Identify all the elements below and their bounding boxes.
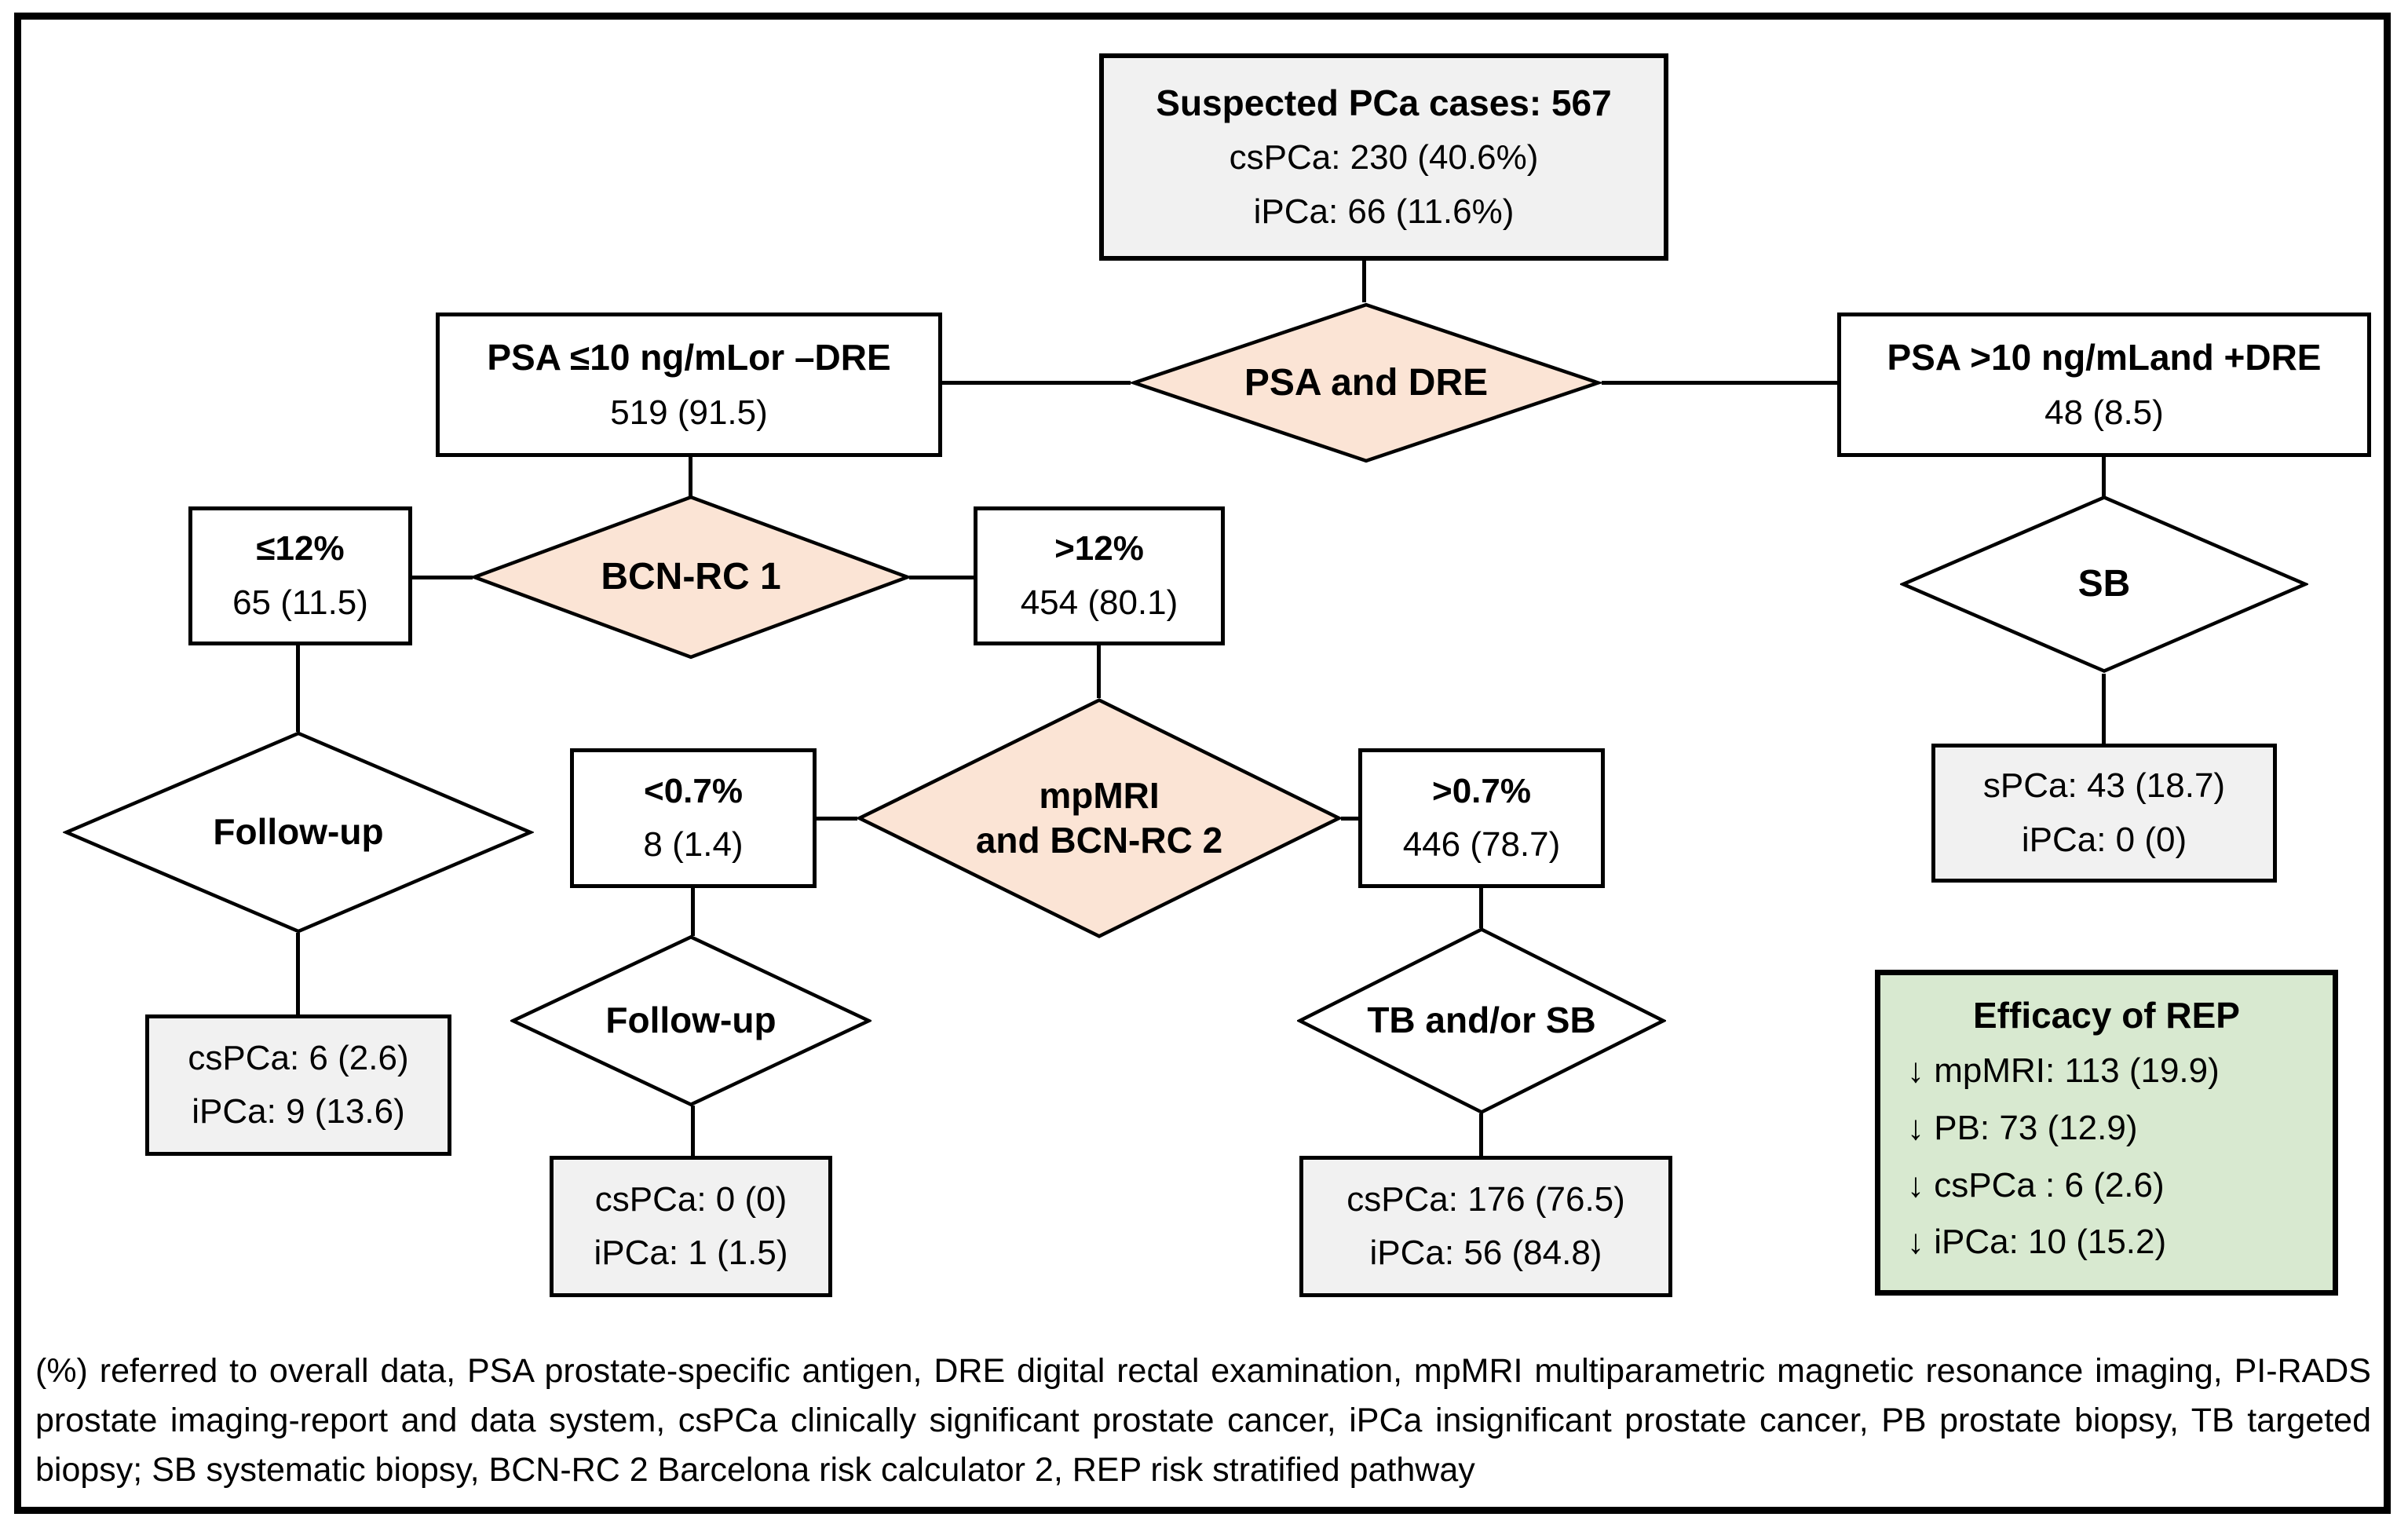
le12-title: ≤12% [256, 529, 345, 568]
followup-mid-decision: Follow-up [510, 934, 871, 1107]
connector-suspected-to-psa [1362, 261, 1366, 302]
connector-mpmri-to-lt07 [815, 817, 857, 821]
spca-line1: sPCa: 43 (18.7) [1982, 766, 2226, 806]
efficacy-item-cspca: ↓ csPCa : 6 (2.6) [1907, 1165, 2165, 1204]
diamond-shape-icon [856, 696, 1343, 940]
lt07-title: <0.7% [644, 771, 743, 810]
mpmri-bcn-rc2-label: mpMRI and BCN-RC 2 [856, 696, 1343, 940]
sb-decision: SB [1900, 495, 2308, 674]
connector-psa-to-low [942, 381, 1131, 385]
gt12-box: >12% 454 (80.1) [974, 506, 1225, 645]
gt07-value: 446 (78.7) [1402, 825, 1561, 864]
spca-line2: iPCa: 0 (0) [2021, 820, 2187, 859]
gt12-title: >12% [1054, 529, 1144, 568]
efficacy-item-mpmri: ↓ mpMRI: 113 (19.9) [1907, 1051, 2220, 1091]
cspca-left-line1: csPCa: 6 (2.6) [188, 1038, 409, 1077]
psa-low-box: PSA ≤10 ng/mLor –DRE 519 (91.5) [436, 313, 942, 457]
figure-border [14, 13, 2391, 1514]
diamond-shape-icon [1131, 302, 1602, 463]
mpmri-label-line2: and BCN-RC 2 [975, 820, 1223, 861]
psa-high-value: 48 (8.5) [2044, 393, 2164, 432]
cspca-left-result-box: csPCa: 6 (2.6) iPCa: 9 (13.6) [145, 1014, 451, 1156]
followup-left-label: Follow-up [213, 811, 384, 853]
followup-left-decision: Follow-up [63, 730, 534, 934]
diamond-shape-icon [510, 934, 871, 1107]
suspected-cspca-value: csPCa: 230 (40.6%) [1229, 138, 1539, 177]
cspca-mid-result-box: csPCa: 0 (0) iPCa: 1 (1.5) [550, 1156, 832, 1297]
connector-sb-to-spca [2102, 674, 2106, 744]
diamond-shape-icon [1297, 927, 1666, 1115]
followup-mid-label: Follow-up [605, 1000, 776, 1041]
cspca-mid-line2: iPCa: 1 (1.5) [594, 1234, 788, 1272]
mpmri-label-line1: mpMRI [1039, 774, 1160, 816]
abbreviations-footnote: (%) referred to overall data, PSA prosta… [35, 1352, 2371, 1490]
efficacy-rep-box: Efficacy of REP ↓ mpMRI: 113 (19.9) ↓ PB… [1875, 970, 2338, 1296]
psa-dre-decision: PSA and DRE [1131, 302, 1602, 463]
diamond-shape-icon [1900, 495, 2308, 674]
cspca-mid-line1: csPCa: 0 (0) [594, 1179, 787, 1219]
connector-low-to-bcn1 [689, 457, 692, 496]
suspected-cases-box: Suspected PCa cases: 567 csPCa: 230 (40.… [1099, 53, 1668, 261]
efficacy-item-pb: ↓ PB: 73 (12.9) [1907, 1108, 2138, 1147]
lt07-value: 8 (1.4) [643, 825, 744, 864]
bcn-rc1-label: BCN-RC 1 [601, 556, 781, 598]
connector-tbsb-to-cspca-right [1479, 1113, 1483, 1156]
connector-psa-to-high [1602, 381, 1837, 385]
connector-lt07-to-followup-mid [691, 886, 695, 936]
gt07-title: >0.7% [1432, 771, 1531, 810]
cspca-left-line2: iPCa: 9 (13.6) [192, 1092, 405, 1131]
diamond-shape-icon [471, 495, 911, 660]
le12-value: 65 (11.5) [232, 583, 368, 622]
connector-followup-mid-to-cspca-mid [691, 1106, 695, 1156]
connector-mpmri-to-gt07 [1341, 817, 1360, 821]
connector-gt12-to-mpmri [1097, 645, 1101, 698]
connector-gt07-to-tbsb [1479, 886, 1483, 928]
gt12-value: 454 (80.1) [1020, 583, 1178, 622]
connector-bcn1-to-le12 [412, 576, 473, 579]
psa-high-title: PSA >10 ng/mLand +DRE [1887, 337, 2322, 378]
diamond-shape-icon [63, 730, 534, 934]
lt07-box: <0.7% 8 (1.4) [570, 748, 817, 888]
suspected-cases-title: Suspected PCa cases: 567 [1156, 82, 1612, 124]
psa-dre-label: PSA and DRE [1244, 361, 1489, 404]
connector-le12-to-followup [296, 645, 300, 732]
psa-high-box: PSA >10 ng/mLand +DRE 48 (8.5) [1837, 313, 2371, 457]
connector-bcn1-to-gt12 [909, 576, 975, 579]
connector-followup-to-cspca-left [296, 933, 300, 1014]
tb-sb-decision: TB and/or SB [1297, 927, 1666, 1115]
suspected-ipca-value: iPCa: 66 (11.6%) [1253, 192, 1515, 231]
psa-low-title: PSA ≤10 ng/mLor –DRE [487, 337, 891, 378]
connector-high-to-sb [2102, 457, 2106, 496]
cspca-right-line1: csPCa: 176 (76.5) [1347, 1179, 1625, 1219]
sb-label: SB [2077, 563, 2131, 605]
bcn-rc1-decision: BCN-RC 1 [471, 495, 911, 660]
psa-low-value: 519 (91.5) [610, 393, 768, 432]
cspca-right-line2: iPCa: 56 (84.8) [1369, 1234, 1602, 1272]
spca-result-box: sPCa: 43 (18.7) iPCa: 0 (0) [1931, 744, 2277, 883]
efficacy-item-ipca: ↓ iPCa: 10 (15.2) [1907, 1223, 2167, 1262]
le12-box: ≤12% 65 (11.5) [188, 506, 412, 645]
gt07-box: >0.7% 446 (78.7) [1358, 748, 1605, 888]
tb-sb-label: TB and/or SB [1367, 1000, 1596, 1041]
cspca-right-result-box: csPCa: 176 (76.5) iPCa: 56 (84.8) [1299, 1156, 1672, 1297]
mpmri-bcn-rc2-decision: mpMRI and BCN-RC 2 [856, 696, 1343, 940]
efficacy-title: Efficacy of REP [1973, 995, 2240, 1036]
